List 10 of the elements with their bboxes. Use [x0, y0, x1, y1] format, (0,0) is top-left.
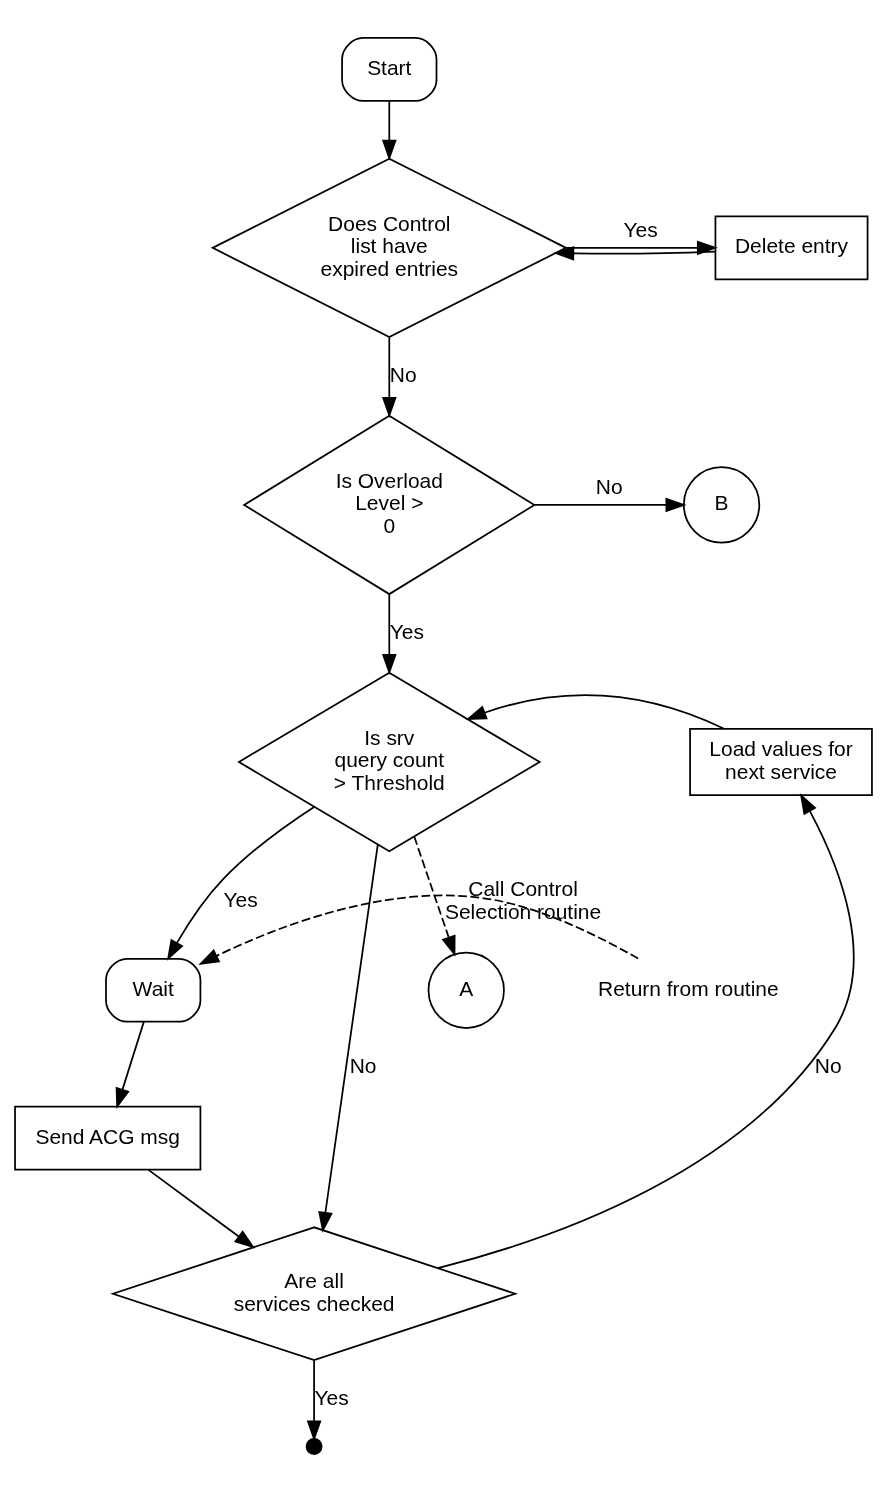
edge-label: Yes — [223, 888, 258, 912]
edge-label: Call Control Selection routine — [444, 876, 602, 923]
node-text: Return from routine — [598, 976, 779, 1000]
edge-label: No — [814, 1053, 842, 1077]
edge-label: No — [595, 474, 623, 498]
edge-label: Yes — [623, 217, 658, 241]
edge-label: No — [389, 362, 417, 386]
edge-label: No — [349, 1053, 377, 1077]
edge-label: Yes — [314, 1385, 349, 1409]
edge-label: Yes — [389, 619, 424, 643]
